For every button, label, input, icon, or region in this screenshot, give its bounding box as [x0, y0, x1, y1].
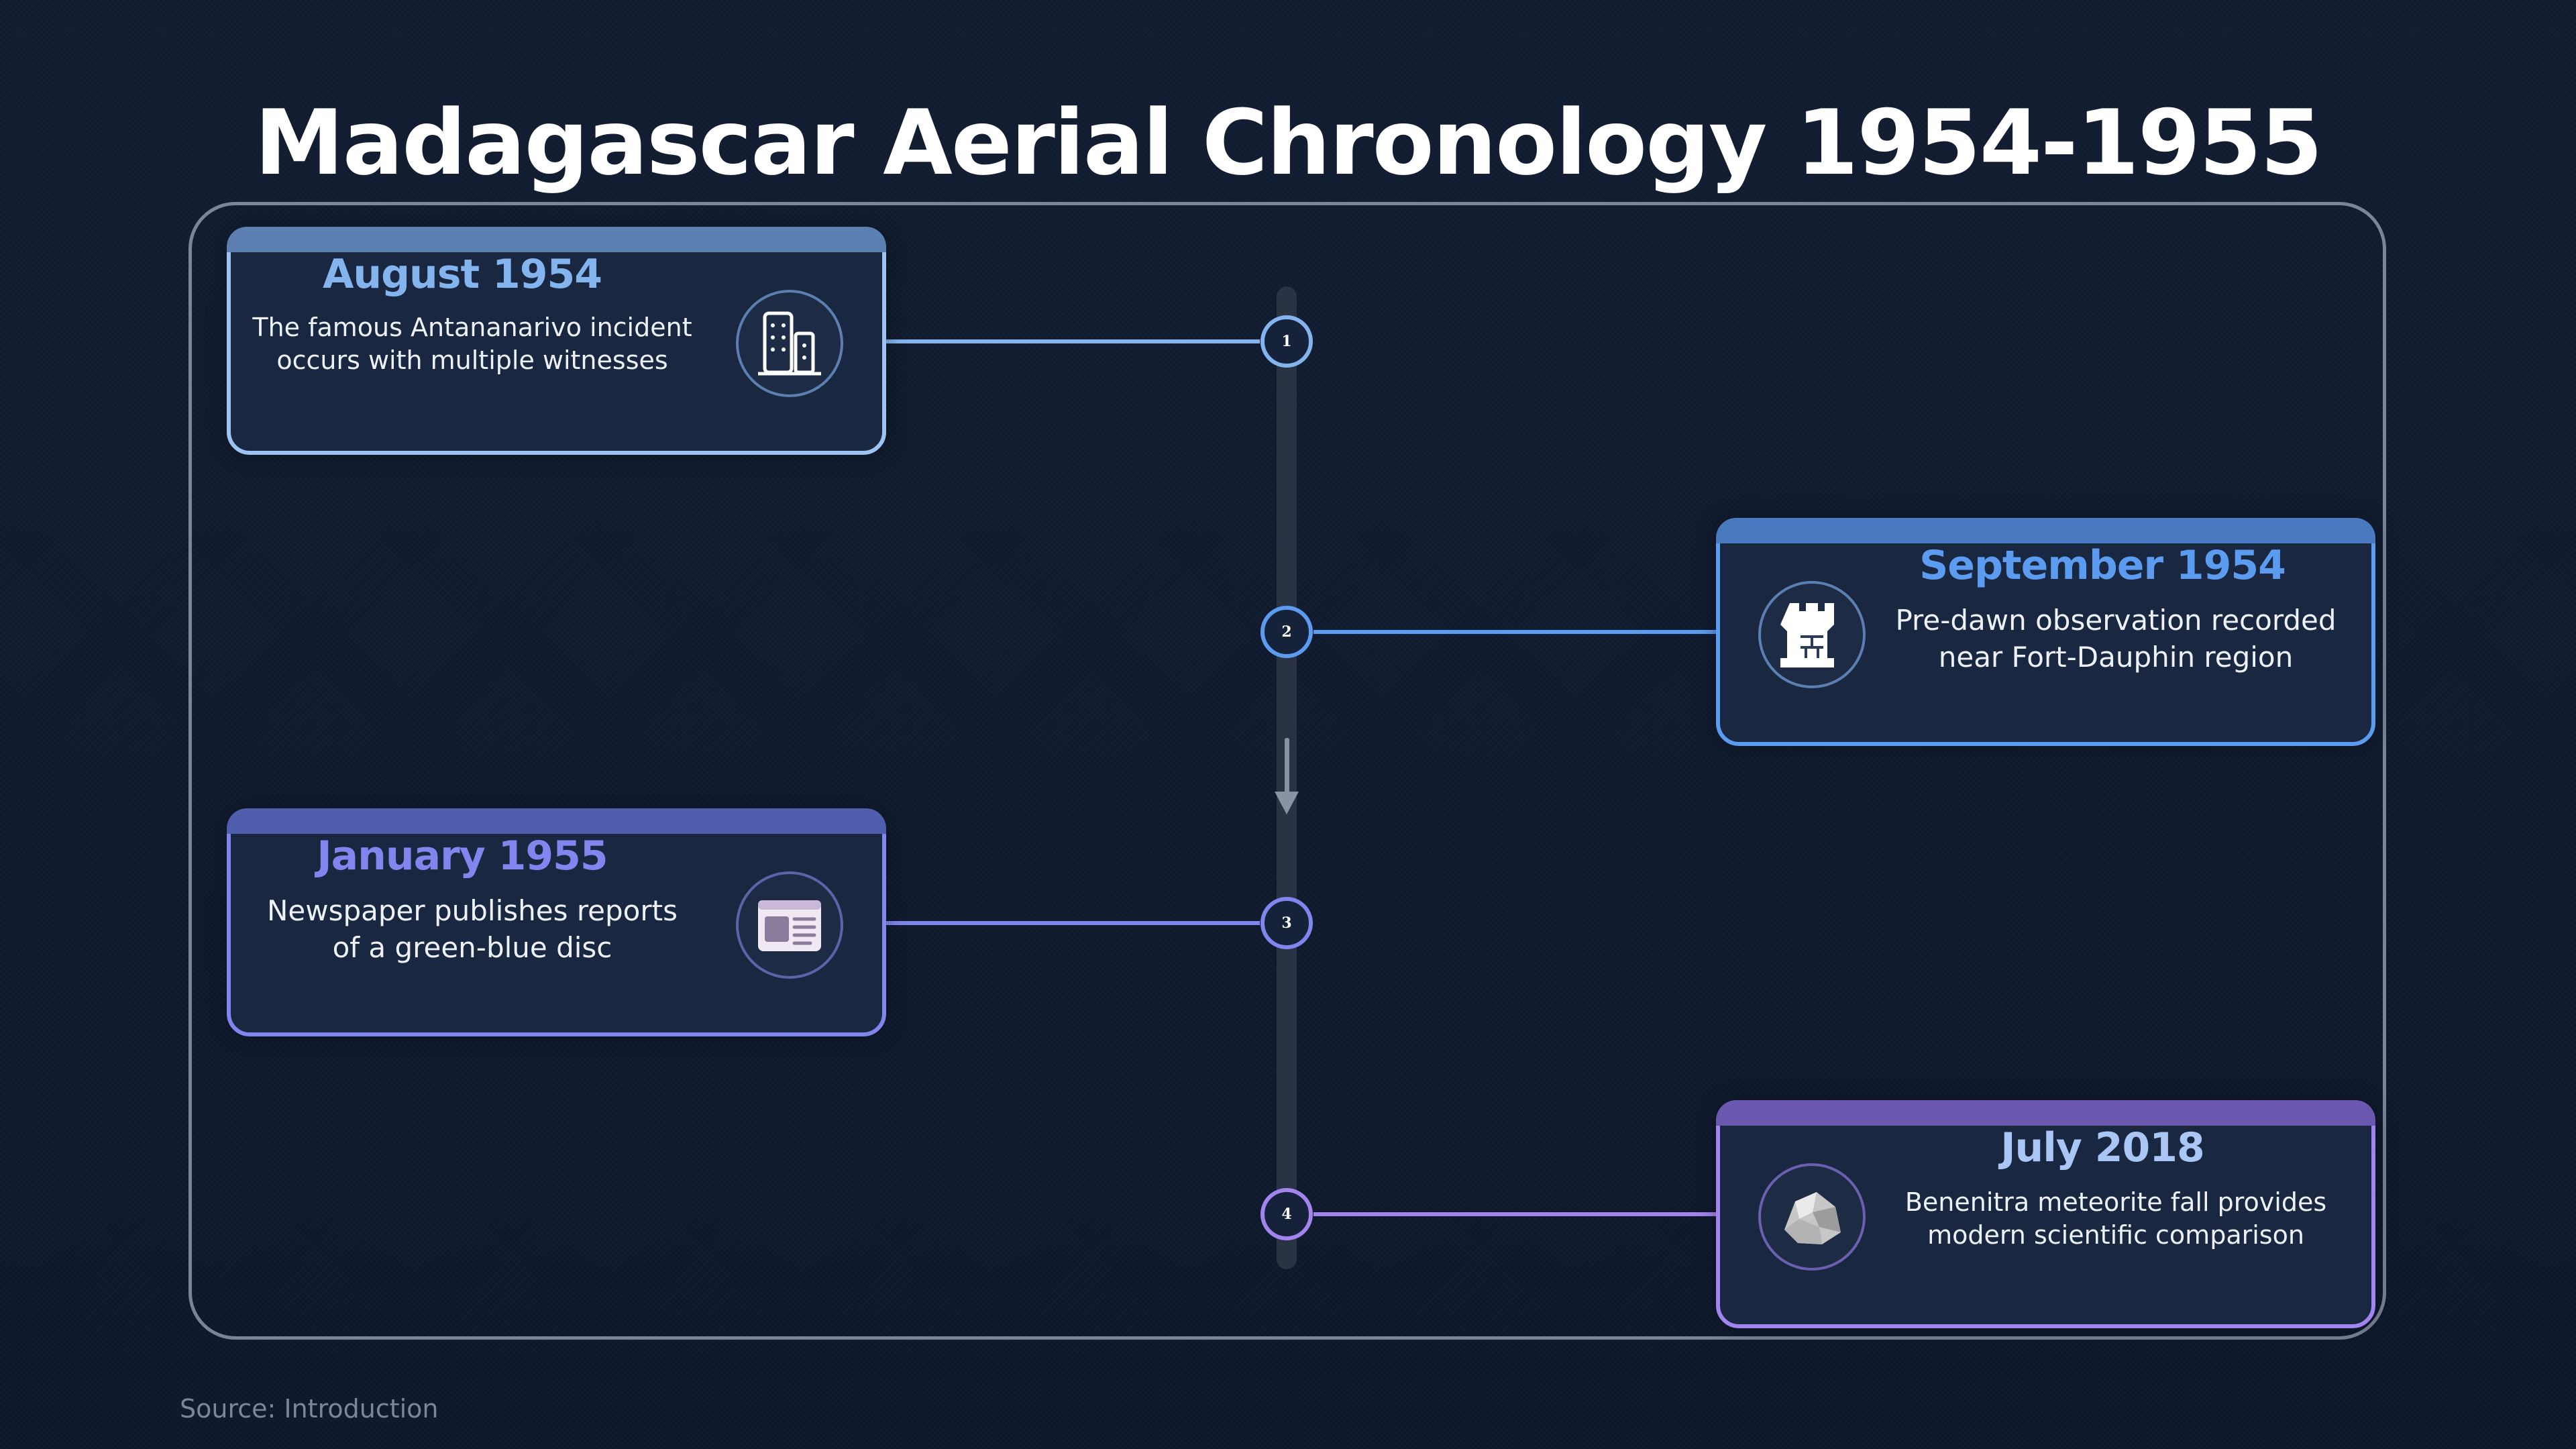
event-date: August 1954	[322, 251, 602, 298]
timeline-node-2: 2	[1260, 606, 1313, 658]
event-card-1: August 1954 The famous Antananarivo inci…	[227, 227, 886, 455]
event-card-3: January 1955 Newspaper publishes reports…	[227, 808, 886, 1036]
connector-2	[1313, 630, 1719, 634]
event-card-4: July 2018 Benenitra meteorite fall provi…	[1716, 1100, 2375, 1328]
rock-icon	[1758, 1163, 1866, 1271]
tower-icon	[1758, 581, 1866, 688]
timeline-node-3: 3	[1260, 897, 1313, 949]
event-date: January 1955	[317, 833, 608, 879]
connector-3	[884, 921, 1260, 925]
event-description: Benenitra meteorite fall provides modern…	[1904, 1187, 2327, 1250]
newspaper-icon	[736, 871, 843, 979]
event-description: Pre-dawn observation recorded near Fort-…	[1895, 604, 2337, 674]
connector-1	[884, 339, 1260, 343]
timeline-node-1: 1	[1260, 315, 1313, 368]
event-card-2: September 1954 Pre-dawn observation reco…	[1716, 518, 2375, 746]
event-description: The famous Antananarivo incident occurs …	[252, 313, 692, 376]
connector-4	[1313, 1212, 1719, 1216]
event-date: September 1954	[1919, 542, 2286, 589]
source-note: Source: Introduction	[180, 1394, 439, 1424]
timeline-frame	[189, 202, 2386, 1340]
timeline-node-4: 4	[1260, 1188, 1313, 1240]
building-icon	[736, 290, 843, 397]
event-description: Newspaper publishes reports of a green-b…	[266, 894, 678, 964]
event-date: July 2018	[2000, 1124, 2205, 1171]
page-title: Madagascar Aerial Chronology 1954-1955	[254, 91, 2322, 195]
